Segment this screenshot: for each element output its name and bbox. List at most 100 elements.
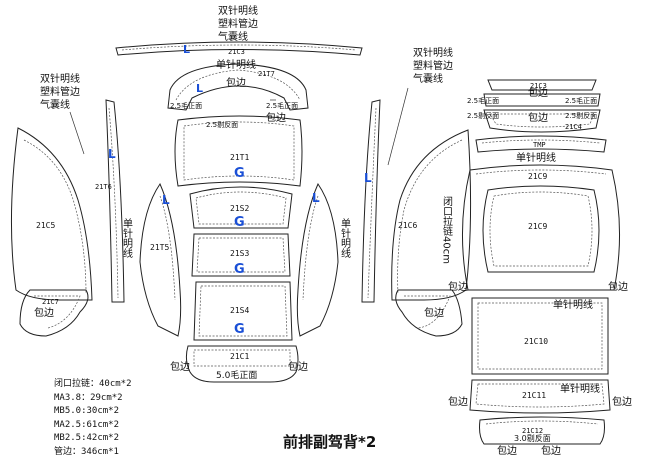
- binding-label: 包边: [424, 306, 444, 319]
- mark-g: G: [234, 262, 245, 277]
- note-line: MB5.0:30cm*2: [54, 406, 120, 416]
- callout-line: 塑料管边: [218, 17, 258, 30]
- mark-l: L: [108, 147, 116, 161]
- binding-label: 包边: [448, 280, 468, 293]
- piece-label: 21C6: [398, 221, 417, 230]
- zip-label: 闭口拉链40cm: [441, 195, 453, 264]
- piece-label: 21C4: [565, 123, 582, 131]
- piece-21c6: 21C6: [391, 129, 472, 301]
- binding-label: 包边: [608, 280, 628, 293]
- piece-label: 21S3: [230, 249, 249, 258]
- piece-label: 21C10: [524, 337, 548, 346]
- zip-vertical-label: 闭口拉链40cm: [441, 195, 453, 264]
- binding-label: 包边: [448, 395, 468, 408]
- piece-label: 21S2: [230, 204, 249, 213]
- piece-label: 21C9: [528, 222, 547, 231]
- piece-label: 21T7: [258, 70, 275, 78]
- vertical-char: 单针明线: [121, 218, 133, 258]
- mb25-face-label: 2.5毛正面: [467, 96, 499, 105]
- piece-21c11: 单针明线 21C11 包边 包边: [448, 379, 632, 414]
- piece-21s4: 21S4 G: [193, 281, 293, 341]
- binding-label: 包边: [266, 111, 286, 124]
- single-needle-label: 单针明线: [553, 298, 593, 311]
- callout-line: 气囊线: [218, 30, 248, 43]
- piece-21c9: 21C9 21C9 包边 包边: [448, 164, 628, 293]
- piece-label: 21C7: [42, 298, 59, 306]
- piece-label: 21T5: [150, 243, 169, 252]
- piece-21c7: 21C7 包边: [19, 289, 89, 337]
- mark-l: L: [364, 171, 372, 185]
- note-line: MA2.5:61cm*2: [54, 419, 120, 430]
- callout-line: 双针明线: [413, 46, 453, 59]
- piece-label: 21C12: [522, 427, 543, 435]
- binding-label: 包边: [288, 360, 308, 373]
- piece-21c7-mirror: 包边: [395, 289, 463, 337]
- piece-21t5-mirror: L: [296, 182, 339, 337]
- ma25-back-label: 2.5剔反面: [467, 111, 499, 120]
- piece-21t6-mirror: L: [361, 99, 381, 303]
- mark-l: L: [312, 191, 320, 205]
- piece-21s3: 21S3 G: [191, 233, 291, 277]
- binding-label: 包边: [612, 395, 632, 408]
- callout-line: 气囊线: [413, 72, 443, 85]
- mark-g: G: [234, 215, 245, 230]
- piece-21t1: 2.5剔反面 包边 21T1 G: [174, 111, 303, 187]
- binding-label: 包边: [34, 306, 54, 319]
- mark-l: L: [183, 43, 190, 56]
- piece-21c5: 21C5: [10, 127, 93, 301]
- callout-line: 塑料管边: [413, 59, 453, 72]
- ma25-back-label: 2.5剔反面: [565, 111, 597, 120]
- piece-label: TMP: [533, 141, 546, 149]
- single-needle-label: 单针明线: [216, 58, 256, 71]
- note-line: MA3.8：29cm*2: [54, 392, 123, 403]
- ma30-back-label: 3.0剔反面: [514, 433, 551, 443]
- binding-label: 包边: [497, 444, 517, 457]
- single-needle-label: 单针明线: [560, 382, 600, 395]
- mb25-face-label: 2.5毛正面: [565, 96, 597, 105]
- piece-21c10: 单针明线 21C10: [471, 297, 609, 375]
- mark-l: L: [196, 82, 203, 95]
- mark-g: G: [234, 322, 245, 337]
- callout-left: 双针明线 塑料管边 气囊线: [40, 72, 85, 155]
- note-line: 闭口拉链：40cm*2: [54, 379, 132, 389]
- binding-label: 包边: [170, 360, 190, 373]
- mb25-face-label: 2.5毛正面: [170, 101, 202, 110]
- vertical-char: 单针明线: [339, 218, 351, 258]
- piece-label: 21S4: [230, 306, 249, 315]
- piece-label: 21C11: [522, 391, 546, 400]
- piece-21c1: 21C1 包边 包边 5.0毛正面: [170, 345, 308, 383]
- piece-label: 21C3: [530, 82, 547, 90]
- callout-line: 双针明线: [40, 72, 80, 85]
- callout-top: 双针明线 塑料管边 气囊线: [218, 4, 258, 43]
- mb50-face-label: 5.0毛正面: [216, 369, 257, 381]
- binding-label: 包边: [226, 76, 246, 89]
- callout-line: 气囊线: [40, 98, 70, 111]
- ma25-back-label: 2.5剔反面: [206, 120, 238, 129]
- piece-label: 21C3: [228, 48, 245, 56]
- binding-label: 包边: [528, 86, 548, 99]
- mark-l: L: [162, 193, 170, 207]
- piece-label: 21C5: [36, 221, 55, 230]
- piece-21t6: 21T6 L: [95, 99, 125, 303]
- piece-21s2: 21S2 G: [189, 186, 293, 230]
- callout-right: 双针明线 塑料管边 气囊线: [387, 46, 453, 166]
- single-needle-vertical-left: 单针明线: [121, 218, 133, 258]
- single-needle-vertical-right: 单针明线: [339, 218, 351, 258]
- binding-label: 包边: [528, 111, 548, 124]
- callout-line: 塑料管边: [40, 85, 80, 98]
- piece-21t5: 21T5 L: [139, 182, 182, 337]
- mb25-face-label: 2.5毛正面: [266, 101, 298, 110]
- piece-tmp: TMP 单针明线: [475, 135, 607, 164]
- mark-g: G: [234, 166, 245, 181]
- binding-label: 包边: [541, 444, 561, 457]
- note-line: 管边：346cm*1: [54, 446, 119, 457]
- notes-block: 闭口拉链：40cm*2 MA3.8：29cm*2 MB5.0:30cm*2 MA…: [54, 378, 132, 459]
- piece-21t7: 单针明线 21T7 包边 L 2.5毛正面 2.5毛正面: [167, 58, 309, 111]
- piece-21c12: 21C12 3.0剔反面 包边 包边: [479, 416, 605, 457]
- piece-21c3-right: 21C3 包边 2.5毛正面 2.5毛正面 2.5剔反面 2.5剔反面 包边 2…: [467, 79, 601, 133]
- piece-label: 21C1: [230, 352, 249, 361]
- piece-label: 21T1: [230, 153, 249, 162]
- piece-label: 21T6: [95, 183, 112, 191]
- single-needle-label: 单针明线: [516, 151, 556, 164]
- piece-21c3-top: 21C3 L: [115, 41, 363, 56]
